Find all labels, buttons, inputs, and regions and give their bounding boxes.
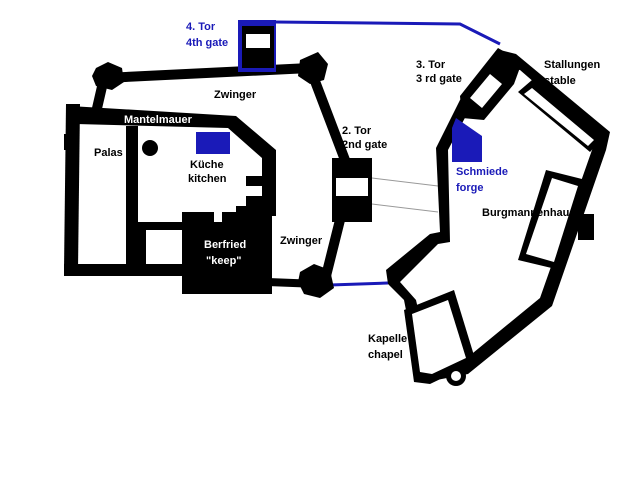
- keep-notch: [214, 212, 222, 222]
- stallungen-inner: [524, 88, 594, 146]
- label-zwinger-top: Zwinger: [214, 89, 257, 101]
- kitchen-gate-block: [246, 176, 276, 186]
- core-castle: [64, 104, 276, 294]
- inner-divider: [140, 222, 182, 226]
- burgmannenhaus-inner: [526, 178, 578, 262]
- main-bailey: [386, 50, 610, 386]
- keep-connector: [236, 206, 276, 216]
- bridge-line-bottom: [371, 203, 439, 213]
- gate-2: [332, 158, 372, 222]
- top-blue-wall: [240, 20, 501, 46]
- label-mantelmauer: Mantelmauer: [124, 114, 193, 126]
- label-gate4-line2: 4th gate: [186, 37, 228, 49]
- label-keep: "keep": [206, 255, 242, 267]
- labels: 4. Tor 4th gate Zwinger Mantelmauer Pala…: [94, 21, 601, 361]
- kapelle-inner: [412, 300, 466, 374]
- label-gate2-line2: 2nd gate: [342, 139, 387, 151]
- burgmannenhaus-buttress: [578, 214, 594, 240]
- label-palas: Palas: [94, 147, 123, 159]
- label-berfried: Berfried: [204, 239, 246, 251]
- label-chapel: chapel: [368, 349, 403, 361]
- palas-lower-divider-2: [138, 230, 146, 270]
- tower-northwest: [92, 62, 124, 90]
- label-stallungen: Stallungen: [544, 59, 601, 71]
- gate-3: [460, 48, 522, 120]
- label-forge: forge: [456, 182, 484, 194]
- kapelle-apse-inner: [451, 371, 461, 381]
- zwinger-outer-top-wall: [98, 62, 316, 84]
- schmiede-forge: [452, 118, 482, 162]
- well-or-stair: [142, 140, 158, 156]
- tower-south: [298, 264, 334, 298]
- berfried-keep: [182, 212, 272, 294]
- tower-north: [298, 52, 328, 84]
- label-schmiede: Schmiede: [456, 166, 508, 178]
- palas-east-wall: [126, 126, 138, 266]
- label-kueche: Küche: [190, 159, 224, 171]
- zwinger-outer-right-wall: [303, 61, 352, 167]
- bridge-lines: [371, 177, 439, 213]
- label-zwinger-bottom: Zwinger: [280, 235, 323, 247]
- label-stable: stable: [544, 75, 576, 87]
- castle-south-wall: [64, 264, 184, 276]
- bottom-blue-wall: [329, 281, 389, 287]
- bridge-line-top: [371, 177, 439, 187]
- label-gate3-line2: 3 rd gate: [416, 73, 462, 85]
- kitchen-gate-block-2: [246, 196, 276, 206]
- gate-4-opening: [246, 34, 270, 48]
- palas-ledge: [64, 134, 74, 150]
- label-gate4-line1: 4. Tor: [186, 21, 216, 33]
- gate-3-opening: [470, 74, 502, 108]
- label-kapelle: Kapelle: [368, 333, 407, 345]
- palas-west-wall: [64, 104, 80, 270]
- label-gate2-line1: 2. Tor: [342, 125, 372, 137]
- mantelmauer-wall: [70, 106, 276, 170]
- gate-4: [238, 20, 276, 72]
- kueche-kitchen-block: [196, 132, 230, 154]
- label-kitchen: kitchen: [188, 173, 227, 185]
- label-gate3-line1: 3. Tor: [416, 59, 446, 71]
- label-burgmannenhaus: Burgmannenhaus: [482, 207, 576, 219]
- gate-2-opening: [336, 178, 368, 196]
- round-towers: [92, 52, 334, 298]
